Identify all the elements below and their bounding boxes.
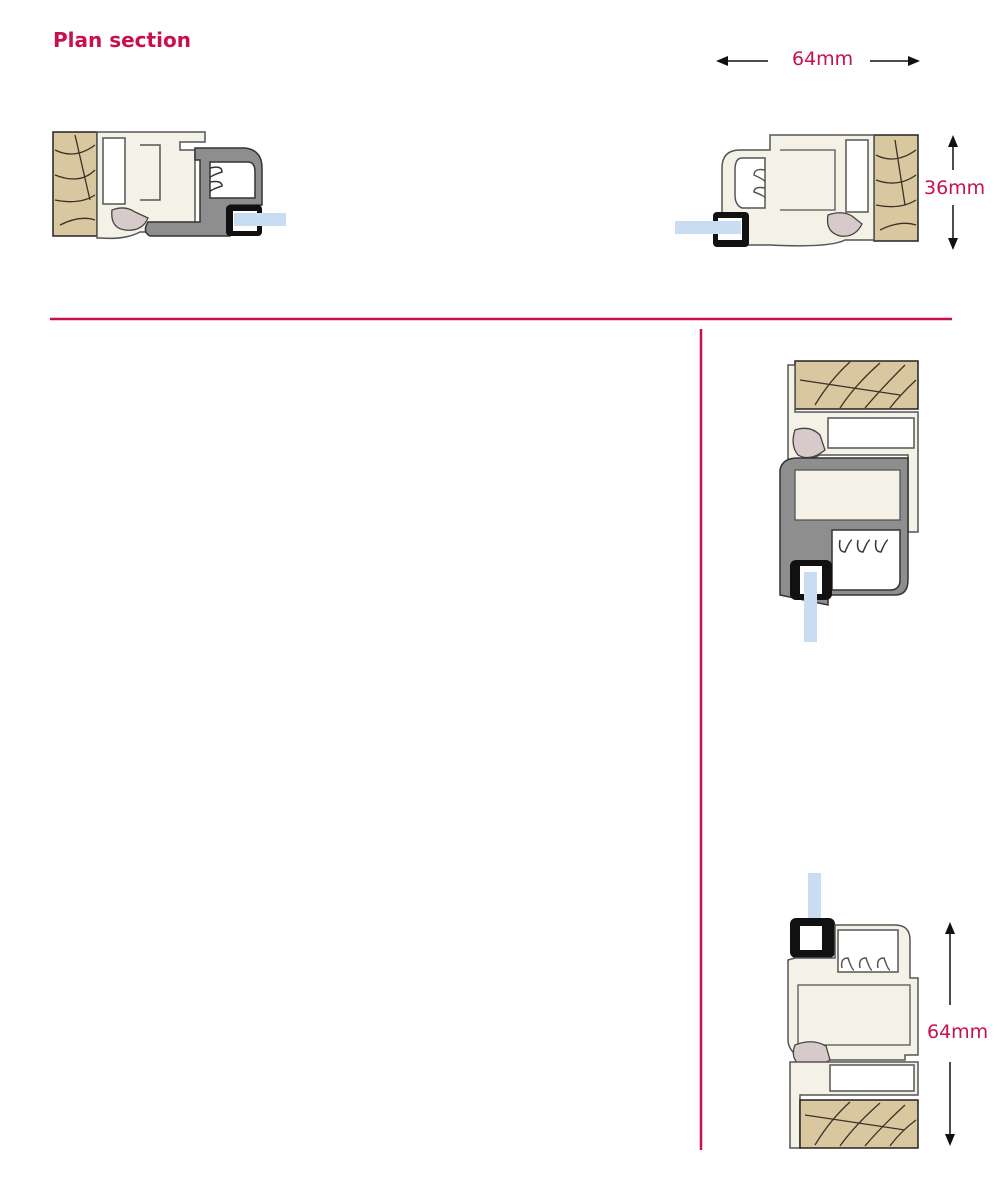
section-sill: [787, 873, 919, 1149]
dimension-width-label: 64mm: [792, 48, 854, 70]
dimension-height-label: 64mm: [927, 1021, 989, 1043]
dimension-depth-arrows: [948, 135, 958, 250]
page-title: Plan section: [53, 28, 191, 52]
section-top-right: [675, 134, 919, 247]
dimension-height-arrows: [945, 922, 955, 1146]
section-top-left: [52, 131, 286, 240]
dimension-width-arrows: [716, 56, 920, 66]
dimension-depth-label: 36mm: [924, 177, 986, 199]
section-head: [779, 360, 919, 642]
